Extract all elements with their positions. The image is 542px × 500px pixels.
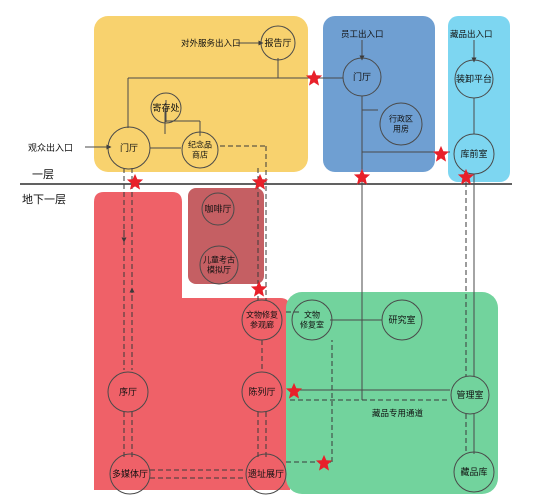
room-circle — [109, 453, 151, 495]
collection-corridor-label: 藏品专用通道 — [372, 408, 424, 419]
room-label: 研究室 — [388, 314, 415, 326]
room-label: 行政区 — [389, 114, 413, 124]
room-exhibition: 陈列厅 — [241, 371, 283, 413]
room-label: 纪念品 — [188, 140, 212, 150]
floor-label-upper: 一层 — [32, 168, 54, 181]
room-circle — [199, 245, 239, 285]
visitor-entrance-label: 观众出入口 — [28, 142, 73, 154]
room-circle — [107, 126, 151, 170]
star-icon — [432, 145, 450, 162]
star-icon — [126, 173, 144, 190]
rooms: 报告厅寄存处门厅纪念品商店门厅行政区用房装卸平台库前室咖啡厅儿童考古模拟厅文物修… — [107, 25, 495, 495]
room-report-hall: 报告厅 — [260, 25, 296, 61]
zone-public-upper — [94, 16, 308, 172]
room-site-hall: 遗址展厅 — [245, 453, 287, 495]
zones — [94, 16, 510, 494]
room-label: 装卸平台 — [456, 73, 492, 85]
room-prelude: 序厅 — [107, 371, 149, 413]
room-circle — [379, 102, 423, 146]
room-label: 多媒体厅 — [112, 468, 148, 480]
room-lobby-public: 门厅 — [107, 126, 151, 170]
room-unloading: 装卸平台 — [454, 59, 494, 99]
room-circle — [450, 375, 490, 415]
room-circle — [107, 371, 149, 413]
room-label: 模拟厅 — [207, 265, 231, 275]
room-circle — [381, 299, 423, 341]
zone-collection-lower — [286, 292, 498, 494]
room-label: 库前室 — [460, 148, 487, 160]
room-management: 管理室 — [450, 375, 490, 415]
room-circle — [453, 451, 495, 493]
room-circle — [201, 192, 235, 226]
collection-entrance-label: 藏品出入口 — [450, 29, 493, 40]
room-storage-front: 库前室 — [453, 133, 495, 175]
zone-collection-upper — [448, 16, 510, 182]
room-circle — [342, 57, 382, 97]
floor-label-lower: 地下一层 — [22, 193, 66, 206]
dashed-connectors — [121, 145, 467, 479]
room-label: 藏品库 — [460, 466, 487, 478]
room-circle — [260, 25, 296, 61]
room-circle — [291, 299, 333, 341]
zone-cafe — [188, 188, 264, 284]
room-label: 儿童考古 — [203, 255, 235, 265]
room-label: 文物修复 — [246, 310, 278, 320]
room-label: 陈列厅 — [248, 386, 275, 398]
room-cafe: 咖啡厅 — [201, 192, 235, 226]
room-circle — [241, 371, 283, 413]
room-circle — [245, 453, 287, 495]
room-label: 咖啡厅 — [204, 203, 231, 215]
room-label: 文物 — [304, 310, 320, 320]
room-multimedia: 多媒体厅 — [109, 453, 151, 495]
room-label: 门厅 — [353, 71, 371, 83]
room-label: 参观廊 — [250, 320, 274, 330]
zone-staff — [323, 16, 435, 172]
room-circle — [150, 92, 182, 124]
room-collection-store: 藏品库 — [453, 451, 495, 493]
room-circle — [454, 59, 494, 99]
external-service-entrance-label: 对外服务出入口 — [181, 38, 241, 49]
room-label: 用房 — [393, 124, 409, 134]
room-label: 序厅 — [119, 386, 137, 398]
room-label: 门厅 — [120, 142, 138, 154]
room-label: 遗址展厅 — [248, 468, 284, 480]
room-label: 报告厅 — [264, 37, 291, 49]
room-label: 管理室 — [456, 389, 483, 401]
room-circle — [241, 299, 283, 341]
room-lobby-staff: 门厅 — [342, 57, 382, 97]
zone-public-lower — [94, 192, 290, 490]
room-circle — [181, 131, 219, 169]
room-label: 修复室 — [300, 320, 324, 330]
room-label: 商店 — [192, 150, 208, 160]
room-label: 寄存处 — [152, 102, 179, 114]
room-cloakroom: 寄存处 — [150, 92, 182, 124]
staff-entrance-label: 员工出入口 — [341, 29, 384, 40]
room-research: 研究室 — [381, 299, 423, 341]
room-circle — [453, 133, 495, 175]
